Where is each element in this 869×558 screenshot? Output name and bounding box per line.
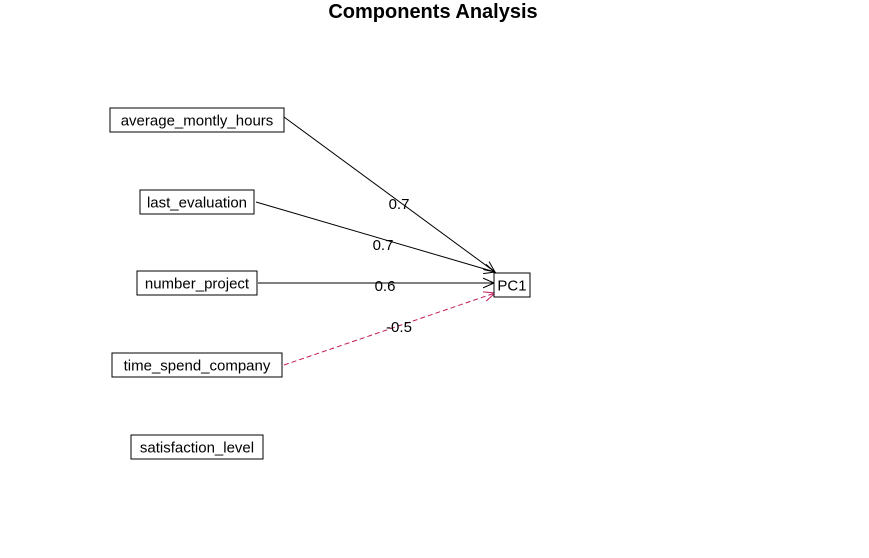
edges-layer bbox=[255, 116, 497, 366]
node-label: average_montly_hours bbox=[121, 113, 274, 130]
node-box bbox=[139, 189, 255, 215]
node-time-spend-company: time_spend_company bbox=[111, 352, 283, 378]
edge-loading-label: -0.5 bbox=[386, 319, 412, 336]
node-satisfaction-level: satisfaction_level bbox=[130, 434, 264, 460]
edge-last-evaluation-to-pc1 bbox=[255, 201, 496, 273]
node-average-montly-hours: average_montly_hours bbox=[109, 107, 285, 133]
node-box bbox=[109, 107, 285, 133]
node-box bbox=[111, 352, 283, 378]
edge-average-montly-hours-to-pc1 bbox=[283, 116, 496, 273]
node-label: satisfaction_level bbox=[140, 440, 254, 457]
diagram-title: Components Analysis bbox=[328, 1, 537, 23]
nodes-layer: average_montly_hours last_evaluationnumbe… bbox=[109, 107, 531, 460]
node-last-evaluation: last_evaluation bbox=[139, 189, 255, 215]
node-box bbox=[130, 434, 264, 460]
edge-time-spend-company-to-pc1 bbox=[283, 292, 496, 366]
node-label: number_project bbox=[145, 276, 250, 293]
node-label: last_evaluation bbox=[147, 195, 247, 212]
node-number-project: number_project bbox=[136, 270, 258, 296]
arrowhead-icon bbox=[483, 263, 497, 275]
node-box bbox=[493, 272, 531, 298]
edge-loading-label: 0.7 bbox=[373, 237, 394, 254]
edge-labels-layer: 0.7 0.7 0.6 -0.5 bbox=[373, 196, 412, 336]
node-box bbox=[136, 270, 258, 296]
node-PC1: PC1 bbox=[493, 272, 531, 298]
node-label: time_spend_company bbox=[124, 358, 271, 375]
edge-loading-label: 0.7 bbox=[389, 196, 410, 213]
node-label: PC1 bbox=[497, 278, 526, 295]
edge-loading-label: 0.6 bbox=[375, 278, 396, 295]
